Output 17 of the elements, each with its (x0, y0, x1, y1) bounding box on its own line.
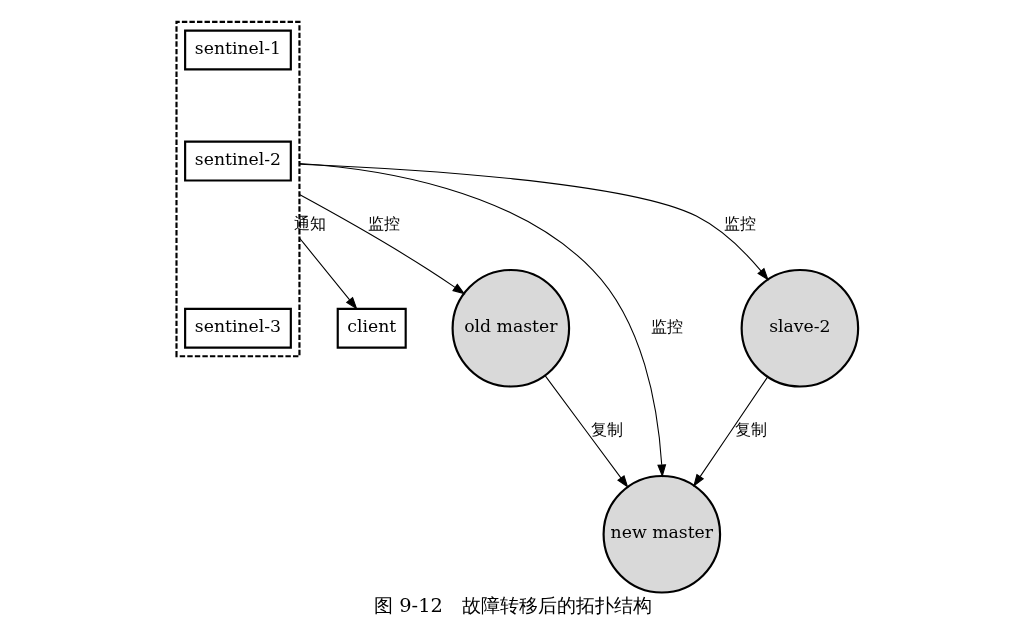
edge-label: 复制 (590, 419, 623, 439)
arrow (298, 236, 357, 310)
arrow (298, 193, 465, 294)
edge-label: 复制 (734, 419, 767, 439)
edge-label: 监控 (367, 213, 400, 233)
node-box: client (336, 307, 407, 349)
arrow (544, 374, 628, 488)
arrow (692, 376, 768, 487)
edge-label: 通知 (293, 213, 326, 233)
arrow (298, 162, 666, 477)
node-box: sentinel-2 (183, 140, 292, 182)
arrow (298, 163, 769, 281)
node-box: sentinel-3 (183, 307, 292, 349)
node-box: sentinel-1 (183, 29, 292, 70)
caption: 图 9-12 故障转移后的拓扑结构 (373, 593, 652, 617)
edge-label: 监控 (650, 316, 683, 336)
edge-label: 监控 (723, 213, 756, 233)
